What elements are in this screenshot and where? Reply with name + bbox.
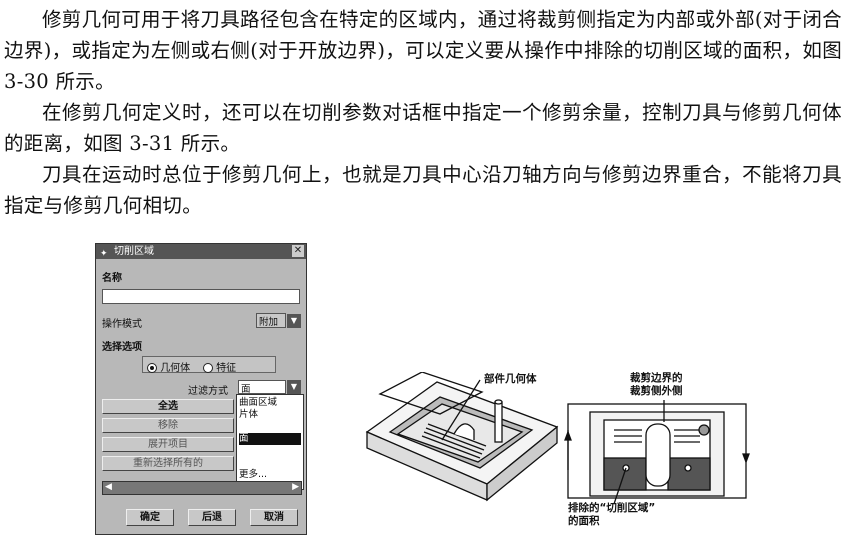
- paragraph-3: 刀具在运动时总位于修剪几何上，也就是刀具中心沿刀轴方向与修剪边界重合，不能将刀具…: [4, 163, 842, 217]
- mode-label: 操作模式: [102, 319, 142, 330]
- filter-option[interactable]: 片体: [239, 409, 259, 420]
- remove-button[interactable]: 移除: [102, 418, 234, 433]
- name-label: 名称: [102, 273, 122, 284]
- mode-select[interactable]: 附加: [256, 313, 286, 328]
- paragraph-1: 修剪几何可用于将刀具路径包含在特定的区域内，通过将裁剪侧指定为内部或外部(对于闭…: [4, 8, 842, 93]
- trim-boundary-figure: [564, 400, 750, 505]
- mode-dropdown-icon[interactable]: ▼: [287, 314, 301, 328]
- part-geometry-label: 部件几何体: [484, 373, 537, 385]
- dialog-titlebar: ✦ 切削区域 ✕: [96, 244, 306, 259]
- filter-select[interactable]: 面: [238, 380, 286, 395]
- select-options-label: 选择选项: [102, 342, 142, 353]
- paragraph-2: 在修剪几何定义时，还可以在切削参数对话框中指定一个修剪余量，控制刀具与修剪几何体…: [4, 101, 842, 155]
- filter-options-list: 曲面区域 片体 面 更多...: [236, 394, 304, 490]
- dialog-title: 切削区域: [114, 246, 154, 257]
- radio-feature-icon[interactable]: [202, 363, 213, 373]
- expand-items-button[interactable]: 展开项目: [102, 437, 234, 452]
- filter-label: 过滤方式: [188, 386, 228, 397]
- filter-option[interactable]: [239, 457, 301, 469]
- scroll-left-icon[interactable]: ◀: [105, 482, 112, 492]
- scroll-right-icon[interactable]: ▶: [292, 482, 299, 492]
- part-geometry-figure: [365, 372, 559, 502]
- reselect-all-button[interactable]: 重新选择所有的: [102, 456, 234, 471]
- trim-side-label: 裁剪边界的 裁剪侧外侧: [630, 372, 683, 397]
- name-input[interactable]: [102, 289, 300, 304]
- app-logo-icon: ✦: [100, 249, 108, 259]
- cut-area-dialog: ✦ 切削区域 ✕ 名称 操作模式 附加 ▼ 选择选项 几何体 特征 过滤方式 面…: [95, 243, 307, 535]
- horizontal-scrollbar[interactable]: ◀ ▶: [102, 481, 302, 495]
- filter-option[interactable]: 曲面区域: [239, 397, 278, 408]
- filter-option[interactable]: [239, 421, 301, 433]
- radio-feature-label[interactable]: 特征: [216, 363, 237, 374]
- close-icon[interactable]: ✕: [292, 245, 304, 257]
- filter-dropdown-icon[interactable]: ▼: [287, 380, 301, 394]
- ok-button[interactable]: 确定: [126, 509, 174, 526]
- radio-geometry-label[interactable]: 几何体: [160, 363, 191, 374]
- filter-option[interactable]: [239, 445, 301, 457]
- back-button[interactable]: 后退: [188, 509, 236, 526]
- cancel-button[interactable]: 取消: [250, 509, 298, 526]
- filter-option[interactable]: 更多...: [239, 469, 268, 480]
- select-all-button[interactable]: 全选: [102, 399, 234, 414]
- radio-geometry-icon[interactable]: [147, 363, 157, 373]
- excluded-area-label: 排除的“切削区域” 的面积: [568, 502, 656, 527]
- radio-group: 几何体 特征: [142, 356, 276, 374]
- filter-option-selected[interactable]: 面: [239, 433, 301, 445]
